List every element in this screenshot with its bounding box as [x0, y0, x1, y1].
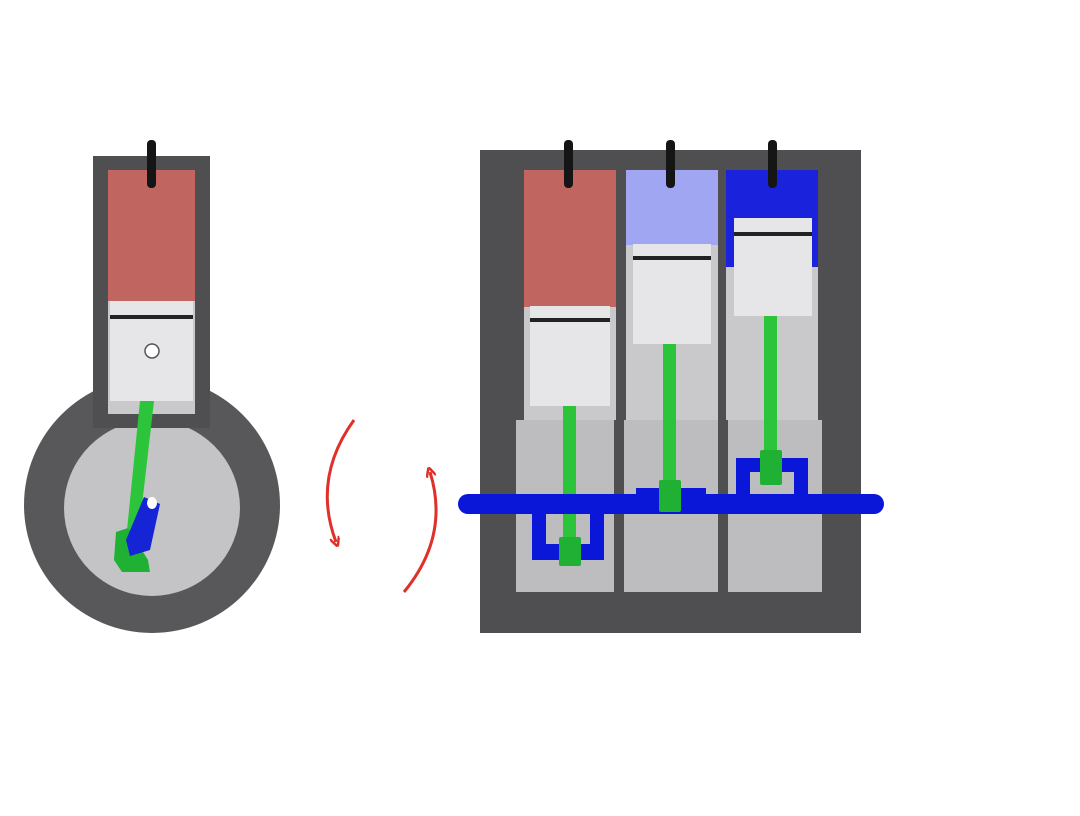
rotation-arrows	[325, 419, 438, 593]
crank-pin-hole	[147, 497, 157, 509]
big-end-3	[760, 450, 782, 485]
piston-ring-3	[734, 232, 812, 236]
single-cylinder-engine	[24, 140, 280, 633]
up-arrow	[402, 472, 438, 593]
crank-pin	[126, 497, 160, 556]
big-end-2	[659, 480, 681, 512]
valve-stem	[147, 140, 156, 188]
down-arrow	[325, 419, 356, 542]
valve-stem-2	[666, 140, 675, 188]
piston-pin	[144, 343, 160, 359]
exhaust-chamber	[108, 170, 195, 301]
piston-ring-1	[530, 318, 610, 322]
exhaust-chamber-1	[524, 170, 616, 307]
big-end-1	[559, 537, 581, 566]
crank-throw-1	[532, 508, 604, 560]
piston-ring-2	[633, 256, 711, 260]
connecting-rod-1	[563, 406, 576, 540]
connecting-rod	[126, 401, 154, 540]
connecting-rod-3	[764, 316, 777, 456]
crank-throw-3	[736, 458, 808, 500]
piston-3	[734, 218, 812, 316]
valve-stem-3	[768, 140, 777, 188]
connecting-rod-2	[663, 343, 676, 483]
piston-ring	[110, 315, 193, 319]
piston-2	[633, 244, 711, 344]
piston-1	[530, 306, 610, 406]
valve-stem-1	[564, 140, 573, 188]
three-cylinder-engine	[458, 140, 884, 633]
